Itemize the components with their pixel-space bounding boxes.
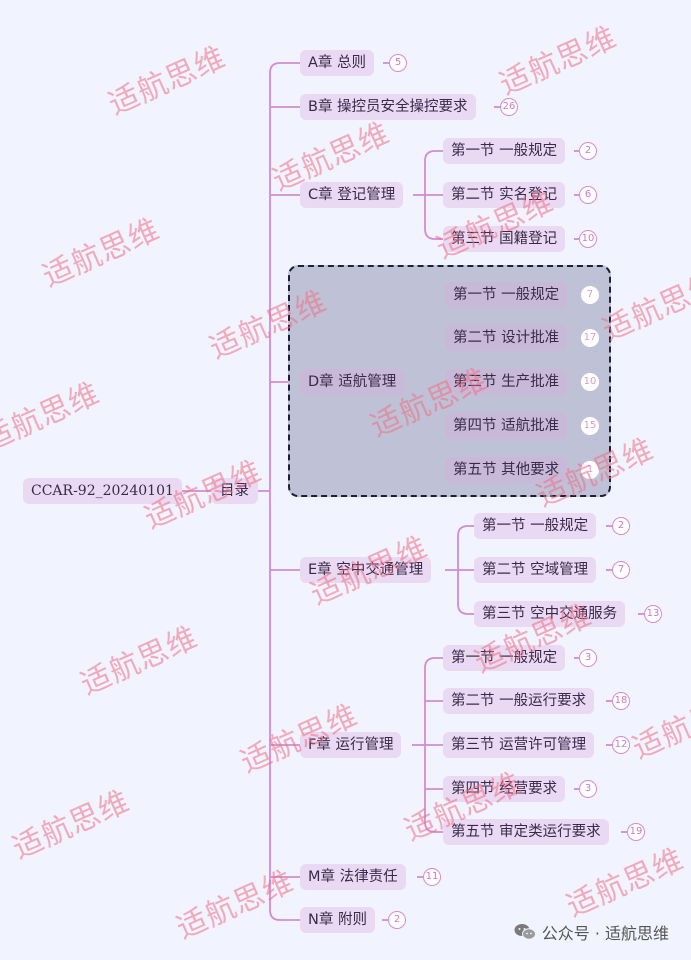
chapter-node-b[interactable]: B章 操控员安全操控要求 [300,94,476,120]
count-badge: 13 [644,605,662,623]
count-badge: 2 [388,911,406,929]
chapter-label: N章 附则 [308,912,367,928]
chapter-node-c[interactable]: C章 登记管理 [300,182,404,208]
chapter-label: B章 操控员安全操控要求 [308,99,468,115]
count-badge: 2 [612,517,630,535]
count-badge: 7 [581,286,599,304]
section-node[interactable]: 第四节 经营要求 [443,776,566,802]
count-badge: 1 [581,461,599,479]
section-node[interactable]: 第二节 设计批准 [445,325,568,351]
connector-line [269,62,281,921]
count-badge: 18 [612,692,630,710]
chapter-node-m[interactable]: M章 法律责任 [300,864,406,890]
chapter-node-e[interactable]: E章 空中交通管理 [300,557,432,583]
section-node[interactable]: 第一节 一般规定 [443,645,566,671]
toc-node[interactable]: 目录 [211,478,258,504]
footer-text: 公众号 · 适航思维 [541,924,669,943]
section-node[interactable]: 第二节 一般运行要求 [443,688,595,714]
count-badge: 12 [612,736,630,754]
section-node[interactable]: 第三节 空中交通服务 [474,601,626,627]
section-node[interactable]: 第五节 其他要求 [445,457,568,483]
section-node[interactable]: 第三节 国籍登记 [443,226,566,252]
chapter-label: A章 总则 [308,55,367,71]
count-badge: 6 [579,186,597,204]
section-node[interactable]: 第一节 一般规定 [445,282,568,308]
count-badge: 10 [579,230,597,248]
count-badge: 3 [579,780,597,798]
chapter-label: E章 空中交通管理 [308,562,424,578]
chapter-node-f[interactable]: F章 运行管理 [300,732,402,758]
section-node[interactable]: 第二节 空域管理 [474,557,597,583]
count-badge: 15 [581,417,599,435]
section-node[interactable]: 第一节 一般规定 [443,138,566,164]
count-badge: 7 [612,561,630,579]
section-node[interactable]: 第四节 适航批准 [445,413,568,439]
count-badge: 19 [627,823,645,841]
count-badge: 26 [500,98,518,116]
wechat-icon [514,923,536,941]
footer-attribution: 公众号 · 适航思维 [514,920,669,944]
count-badge: 3 [579,649,597,667]
chapter-label: F章 运行管理 [308,737,394,753]
root-node[interactable]: CCAR-92_20240101 [23,478,182,504]
chapter-node-d[interactable]: D章 适航管理 [300,369,405,395]
count-badge: 10 [581,373,599,391]
section-node[interactable]: 第三节 生产批准 [445,369,568,395]
chapter-label: C章 登记管理 [308,187,396,203]
section-node[interactable]: 第二节 实名登记 [443,182,566,208]
chapter-label: M章 法律责任 [308,869,398,885]
section-node[interactable]: 第一节 一般规定 [474,513,597,539]
count-badge: 5 [389,54,407,72]
section-node[interactable]: 第五节 审定类运行要求 [443,819,609,845]
chapter-node-a[interactable]: A章 总则 [300,50,375,76]
chapter-label: D章 适航管理 [308,374,397,390]
section-node[interactable]: 第三节 运营许可管理 [443,732,595,758]
toc-label: 目录 [220,483,249,499]
count-badge: 11 [423,868,441,886]
chapter-node-n[interactable]: N章 附则 [300,907,375,933]
count-badge: 2 [579,142,597,160]
root-label: CCAR-92_20240101 [31,483,174,499]
count-badge: 17 [581,329,599,347]
